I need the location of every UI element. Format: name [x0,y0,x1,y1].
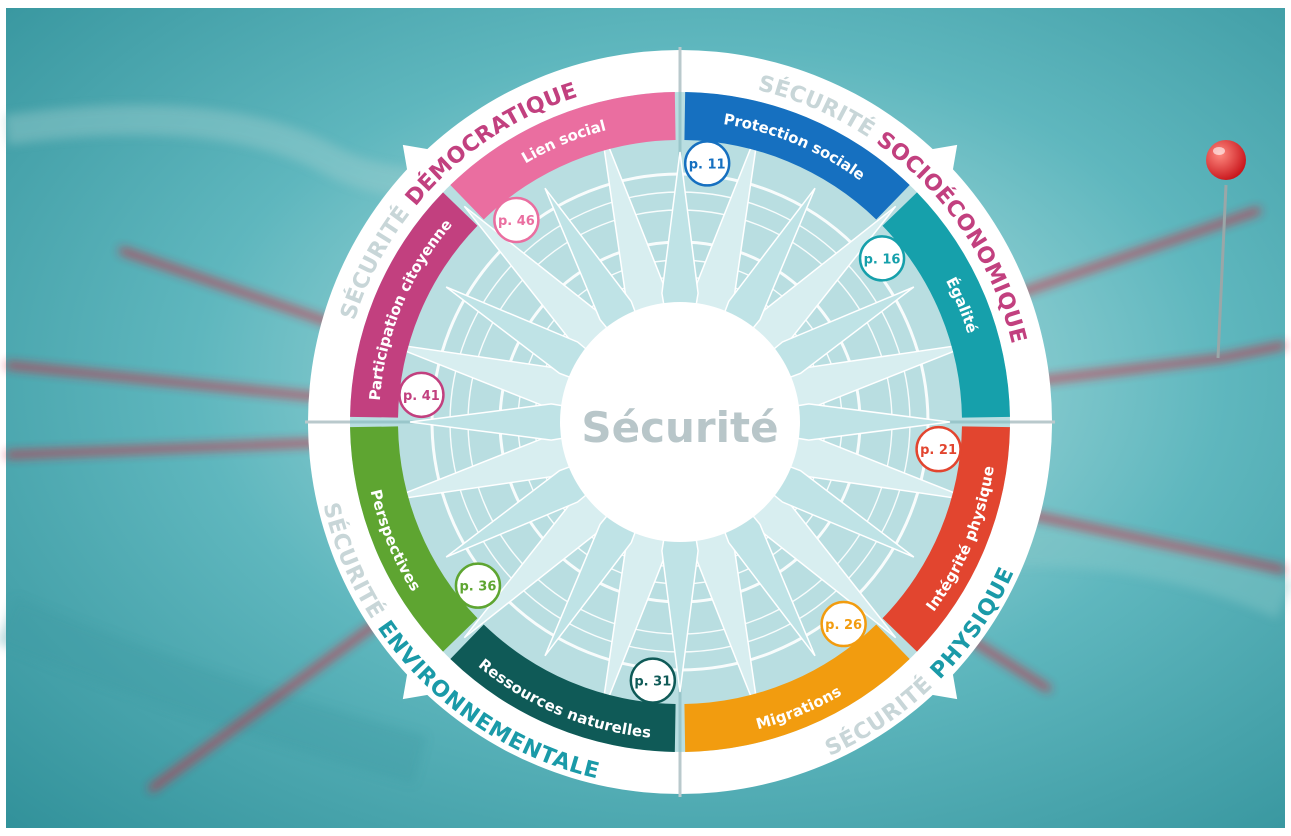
page-badge-egalite[interactable]: p. 16 [858,235,906,282]
frame-pointer-icon [912,654,958,700]
segment-band[interactable] [882,192,1010,418]
page-number: p. 36 [460,580,497,595]
segment-band[interactable] [450,624,676,752]
segment-band[interactable] [684,92,910,220]
page-badge-participation-citoyenne[interactable]: p. 41 [398,371,445,419]
page-badges: p. 11 p. 16 p. 21 p. 26 p. 31 p. 36 p. 41 p. 46 [398,140,962,704]
center-hub: Sécurité [560,302,800,542]
page-number: p. 46 [498,214,535,229]
map-pin-icon [1206,140,1246,359]
frame-pointer-icon [912,144,958,190]
page-badge-ressources-naturelles[interactable]: p. 31 [629,657,677,704]
segment-band[interactable] [350,426,478,652]
page-number: p. 26 [825,618,862,633]
center-label: Sécurité [581,403,778,452]
page-badge-migrations[interactable]: p. 26 [820,600,867,648]
page-badge-integrite-physique[interactable]: p. 21 [915,425,962,473]
page-badge-lien-social[interactable]: p. 46 [493,196,540,244]
frame-pointer-icon [402,144,448,190]
page-number: p. 41 [403,389,440,404]
page-number: p. 31 [634,675,671,690]
segment-band[interactable] [350,192,478,418]
page-badge-perspectives[interactable]: p. 36 [454,562,502,609]
page-number: p. 11 [689,157,726,172]
segment-band[interactable] [684,624,910,752]
page-number: p. 21 [920,443,957,458]
page-badge-protection-sociale[interactable]: p. 11 [683,140,731,187]
segment-egalite[interactable]: Égalité [882,192,1010,418]
page-number: p. 16 [864,252,901,267]
segment-band[interactable] [882,426,1010,652]
segment-band[interactable] [450,92,676,220]
frame-pointer-icon [402,654,448,700]
